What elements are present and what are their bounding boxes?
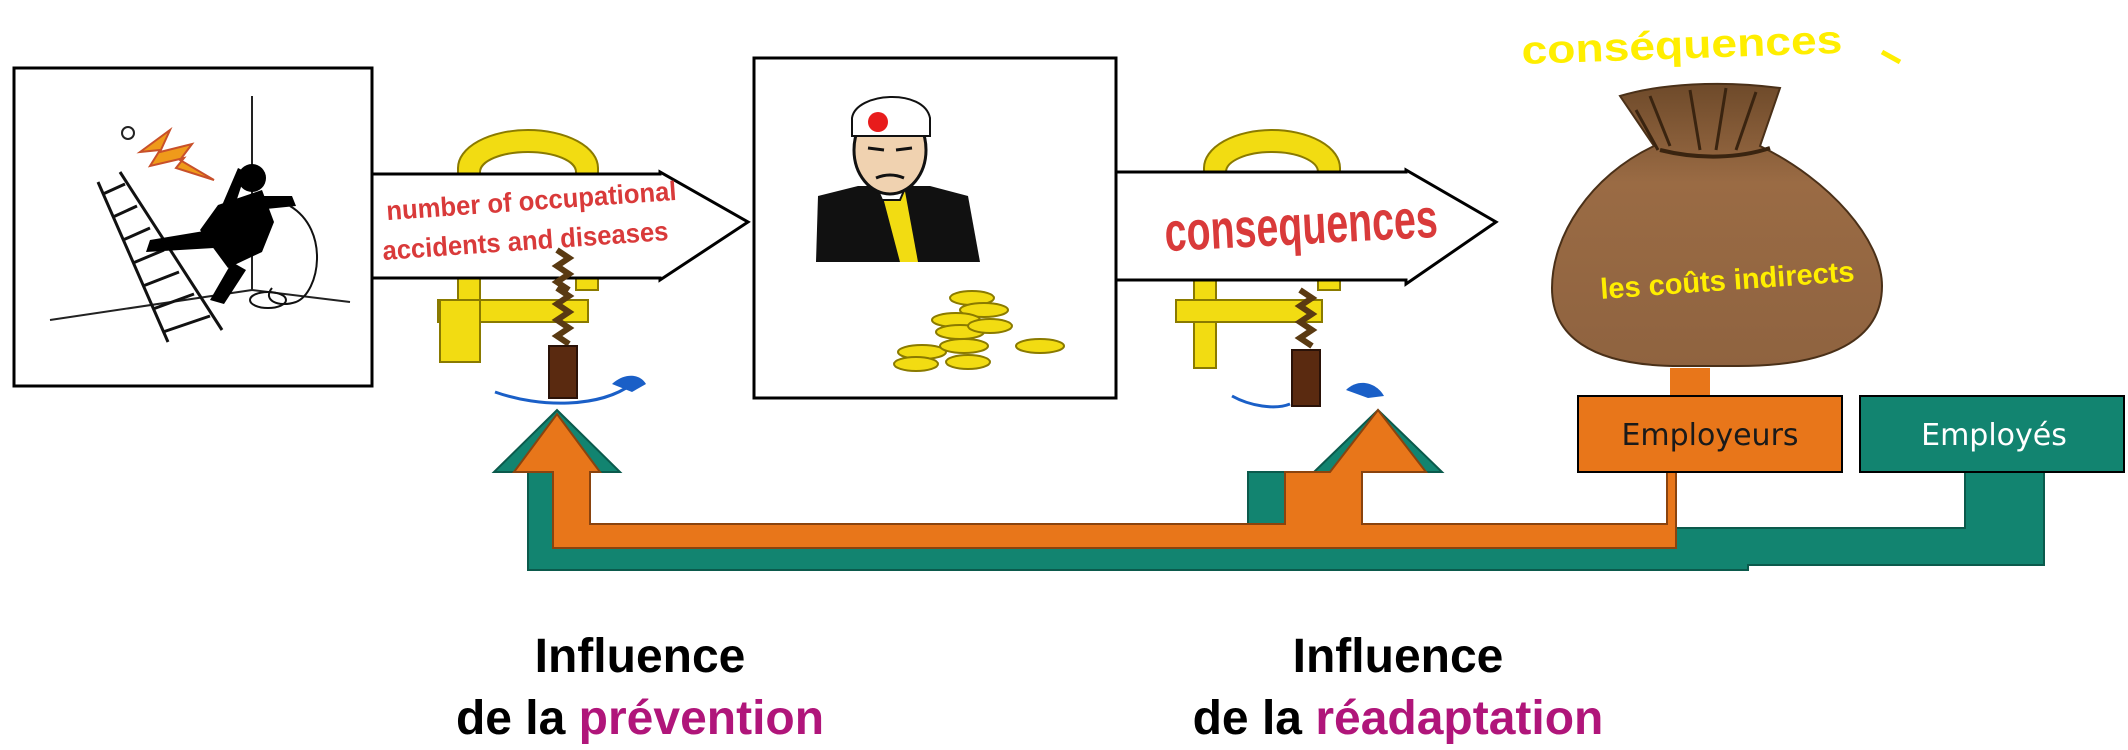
- prevention-caption-line1: Influence: [534, 630, 746, 683]
- rehab-caption-accent: réadaptation: [1315, 692, 1604, 745]
- bag-title-tilde: [1880, 49, 1902, 65]
- employees-label: Employés: [1921, 418, 2067, 453]
- rehab-caption-line2: de la réadaptation: [1138, 688, 1658, 750]
- consequences-arrow-label: consequences: [1163, 189, 1439, 264]
- rotation-arrow-2-head: [1346, 382, 1384, 398]
- clamp-1-screw: [551, 247, 575, 293]
- injured-worker-box: [752, 56, 1118, 400]
- prevention-caption-line2: de la prévention: [400, 688, 880, 750]
- accident-scene-box: [12, 66, 374, 388]
- rotation-arrow-1-icon: [494, 382, 633, 405]
- power-cable-icon: [268, 205, 318, 306]
- bag-title: conséquences: [1521, 18, 1843, 73]
- rehab-caption-line1: Influence: [1292, 630, 1504, 683]
- prevention-caption: Influence de la prévention: [400, 626, 880, 750]
- rehab-caption-prefix: de la: [1192, 692, 1316, 745]
- employers-label: Employeurs: [1621, 418, 1798, 453]
- consequences-arrow: consequences: [1114, 167, 1499, 287]
- rotation-arrow-2-icon: [1231, 394, 1291, 409]
- injured-man-icon: [816, 96, 980, 262]
- prevention-caption-prefix: de la: [455, 692, 579, 745]
- accidents-arrow: number of occupational accidents and dis…: [370, 169, 751, 283]
- employees-box: Employés: [1859, 395, 2125, 473]
- employers-box: Employeurs: [1577, 395, 1843, 473]
- cable-coil-icon: [249, 291, 287, 309]
- prevention-caption-accent: prévention: [578, 692, 825, 745]
- money-bag-icon: [1550, 82, 1884, 367]
- rotation-arrow-1-head: [612, 375, 646, 392]
- electric-spark-icon: [121, 126, 215, 181]
- coins-icon: [893, 290, 1065, 372]
- falling-worker-icon: [146, 164, 296, 304]
- ladder-icon: [96, 171, 224, 343]
- rehab-caption: Influence de la réadaptation: [1138, 626, 1658, 750]
